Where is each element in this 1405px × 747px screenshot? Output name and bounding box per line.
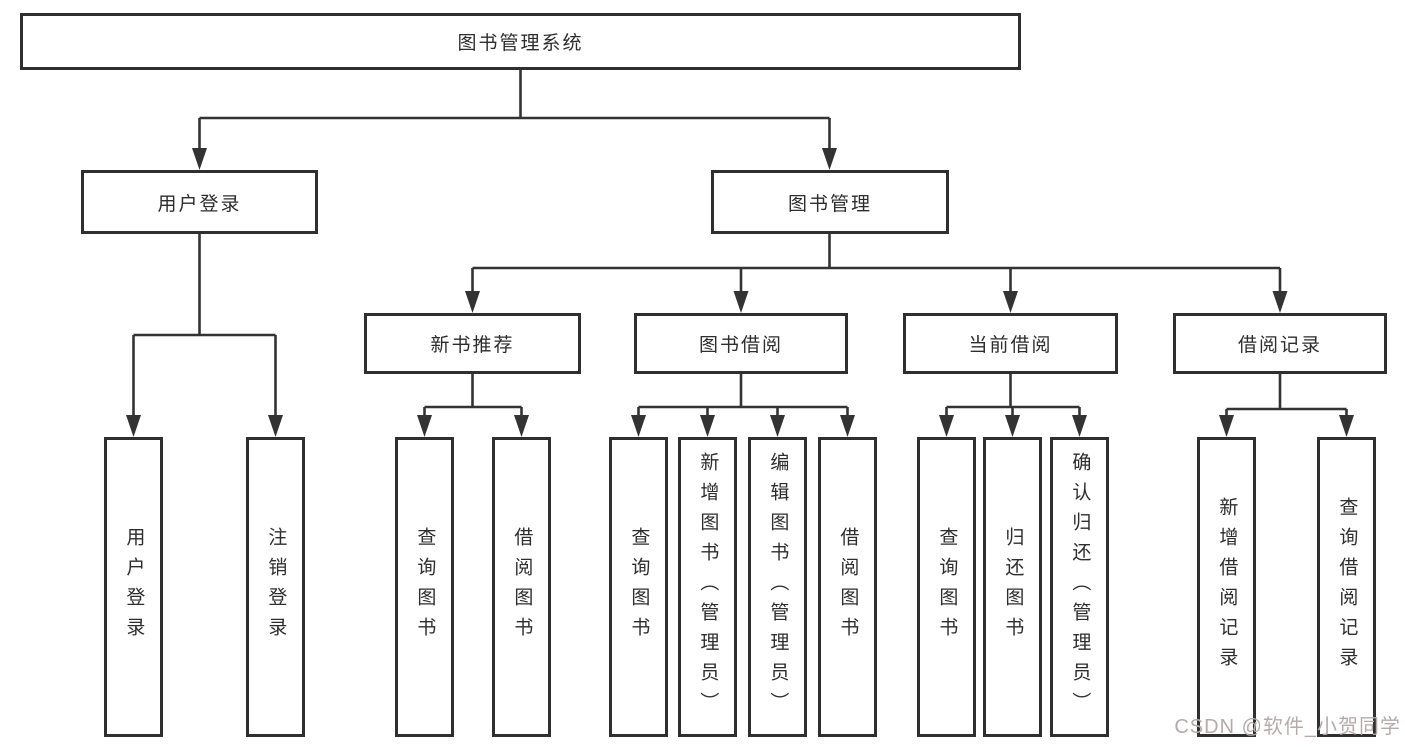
arrow-down-icon [822, 148, 837, 170]
leaf-user-login: 用户登录 [104, 437, 163, 737]
arrow-down-icon [1272, 291, 1288, 313]
leaf-edit-book-admin: 编辑图书（管理员） [748, 437, 807, 737]
arrow-down-icon [268, 415, 283, 437]
leaf-add-book-admin: 新增图书（管理员） [678, 437, 737, 737]
arrow-down-icon [514, 415, 529, 437]
node-label: 借阅图书 [837, 527, 859, 647]
node-label: 归还图书 [1002, 527, 1024, 647]
node-label: 新增图书（管理员） [697, 452, 719, 722]
leaf-query-books-current: 查询图书 [917, 437, 976, 737]
node-label: 借阅图书 [511, 527, 533, 647]
arrow-down-icon [1005, 415, 1020, 437]
node-label: 用户登录 [157, 193, 242, 215]
arrow-down-icon [733, 291, 749, 313]
node-label: 图书管理 [787, 193, 872, 215]
leaf-query-books-borrowing: 查询图书 [609, 437, 668, 737]
node-library-management-system: 图书管理系统 [20, 13, 1021, 70]
node-label: 用户登录 [123, 527, 145, 647]
leaf-return-books: 归还图书 [983, 437, 1042, 737]
arrow-down-icon [1072, 415, 1087, 437]
arrow-down-icon [1339, 415, 1354, 437]
arrow-down-icon [192, 148, 207, 170]
arrow-down-icon [939, 415, 954, 437]
arrow-down-icon [1003, 291, 1018, 313]
arrow-heads [126, 148, 1354, 437]
node-label: 图书管理系统 [457, 33, 584, 54]
node-borrowing-records: 借阅记录 [1173, 313, 1387, 374]
node-label: 确认归还（管理员） [1069, 452, 1091, 722]
node-label: 当前借阅 [968, 335, 1053, 356]
node-label: 新书推荐 [430, 335, 515, 356]
leaf-logout: 注销登录 [246, 437, 305, 737]
arrow-down-icon [1219, 415, 1234, 437]
node-label: 借阅记录 [1237, 335, 1322, 356]
node-user-login: 用户登录 [81, 170, 318, 234]
csdn-watermark: CSDN @软件_小贺同学 [1174, 716, 1401, 738]
node-new-book-recommendation: 新书推荐 [364, 313, 581, 374]
node-label: 编辑图书（管理员） [767, 452, 789, 722]
arrow-down-icon [417, 415, 432, 437]
leaf-borrow-books-borrowing: 借阅图书 [818, 437, 877, 737]
leaf-add-borrow-record: 新增借阅记录 [1197, 437, 1256, 737]
node-label: 查询图书 [628, 527, 650, 647]
node-current-borrowing: 当前借阅 [903, 313, 1118, 374]
node-label: 图书借阅 [698, 335, 783, 356]
leaf-borrow-books-recommend: 借阅图书 [492, 437, 551, 737]
arrow-down-icon [631, 415, 646, 437]
node-book-borrowing: 图书借阅 [634, 313, 848, 374]
node-label: 查询借阅记录 [1336, 497, 1358, 677]
leaf-confirm-return-admin: 确认归还（管理员） [1050, 437, 1109, 737]
node-label: 新增借阅记录 [1216, 497, 1238, 677]
arrow-down-icon [465, 291, 480, 313]
arrow-down-icon [840, 415, 855, 437]
arrow-down-icon [126, 415, 141, 437]
node-book-management: 图书管理 [711, 170, 949, 234]
node-label: 查询图书 [936, 527, 958, 647]
node-label: 注销登录 [265, 527, 287, 647]
arrow-down-icon [770, 415, 785, 437]
leaf-query-borrow-record: 查询借阅记录 [1317, 437, 1376, 737]
leaf-query-books-recommend: 查询图书 [395, 437, 454, 737]
node-label: 查询图书 [414, 527, 436, 647]
arrow-down-icon [700, 415, 715, 437]
